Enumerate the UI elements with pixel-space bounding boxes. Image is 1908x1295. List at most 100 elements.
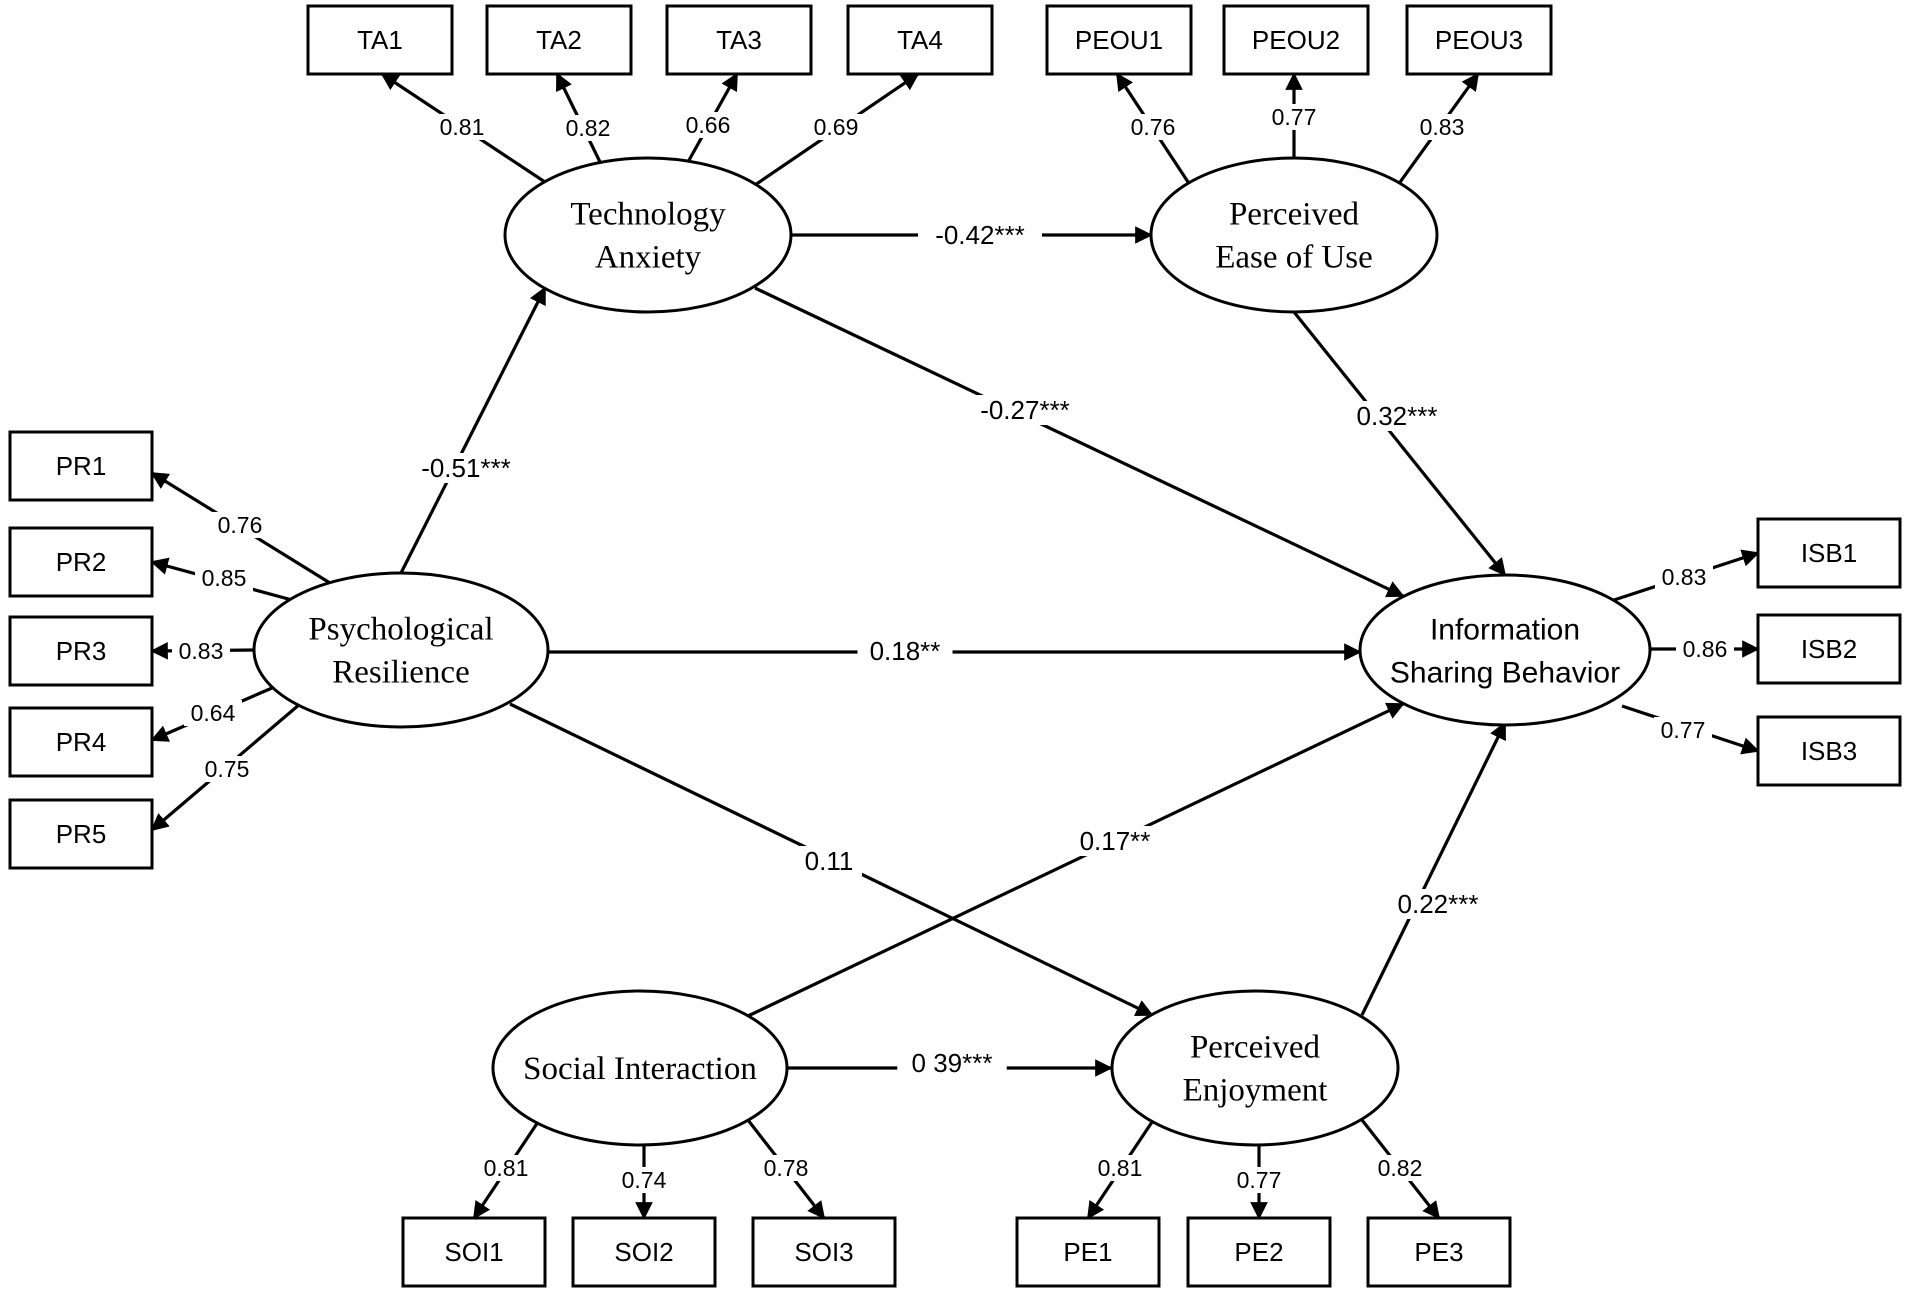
indicator-peou3-label: PEOU3 — [1435, 25, 1523, 55]
loading-ta4-bg — [807, 114, 865, 140]
loading-pe2: 0.77 — [1237, 1167, 1282, 1193]
indicator-pr2-label: PR2 — [56, 547, 107, 577]
loading-soi1-bg — [477, 1155, 535, 1181]
path-arrow-si-to-isb — [747, 702, 1405, 1018]
loading-isb2-bg — [1676, 636, 1734, 662]
indicator-ta1 — [306, 4, 454, 76]
path-coef-peou-to-isb: 0.32*** — [1357, 401, 1438, 431]
path-arrow-ta-to-isb — [754, 286, 1405, 598]
indicator-ta4 — [846, 4, 994, 76]
loading-pr2-bg — [195, 565, 253, 591]
indicator-pr1-label: PR1 — [56, 451, 107, 481]
latent-pe — [1110, 989, 1400, 1147]
path-coef-ta-to-isb-bg — [963, 395, 1087, 425]
path-arrow-pr-to-ta — [399, 286, 547, 574]
loading-pe3-bg — [1371, 1155, 1429, 1181]
indicator-soi3 — [751, 1216, 897, 1288]
indicator-ta2 — [485, 4, 633, 76]
loading-pr1-bg — [211, 512, 269, 538]
loading-pr4: 0.64 — [191, 700, 236, 726]
latent-si — [491, 989, 789, 1147]
loading-ta2-bg — [559, 115, 617, 141]
indicator-soi2 — [571, 1216, 717, 1288]
latent-pe-label-line-2: Enjoyment — [1183, 1073, 1328, 1109]
loading-pr1: 0.76 — [218, 512, 263, 538]
indicator-pr1 — [8, 430, 154, 502]
loading-peou1-bg — [1124, 114, 1182, 140]
loading-pe2-bg — [1230, 1167, 1288, 1193]
labels-layer: -0.42***-0.27***0.32***-0.51***0.18**0.1… — [172, 104, 1734, 1193]
indicator-ta3-label: TA3 — [716, 25, 762, 55]
path-coef-si-to-isb: 0.17** — [1080, 826, 1151, 856]
latent-ta-label-line-1: Technology — [570, 197, 726, 233]
loading-soi2-bg — [615, 1167, 673, 1193]
loading-ta4: 0.69 — [814, 114, 859, 140]
loading-ta1: 0.81 — [440, 114, 485, 140]
latent-peou-label-line-2: Ease of Use — [1215, 240, 1373, 276]
loading-pe1: 0.81 — [1098, 1155, 1143, 1181]
loading-isb1: 0.83 — [1662, 564, 1707, 590]
path-coef-si-to-pe-bg — [897, 1048, 1007, 1078]
loading-isb3-bg — [1654, 717, 1712, 743]
indicator-peou2-label: PEOU2 — [1252, 25, 1340, 55]
path-arrow-pe-to-isb — [1360, 721, 1507, 1016]
latent-isb — [1358, 573, 1652, 727]
loading-pe3: 0.82 — [1378, 1155, 1423, 1181]
loading-peou3: 0.83 — [1420, 114, 1465, 140]
loading-pr2: 0.85 — [202, 565, 247, 591]
loading-peou1: 0.76 — [1131, 114, 1176, 140]
indicator-pr5-label: PR5 — [56, 819, 107, 849]
path-coef-pr-to-pe: 0.11 — [805, 846, 854, 876]
path-coef-pr-to-isb: 0.18** — [870, 636, 941, 666]
indicator-pr3 — [8, 615, 154, 687]
path-coef-pe-to-isb: 0.22*** — [1398, 889, 1479, 919]
path-coef-pr-to-pe-bg — [796, 846, 862, 876]
indicator-isb3-label: ISB3 — [1801, 736, 1857, 766]
latent-pe-label-line-1: Perceived — [1190, 1030, 1321, 1066]
loading-pr4-bg — [184, 700, 242, 726]
indicator-soi2-label: SOI2 — [614, 1237, 673, 1267]
loading-pr3: 0.83 — [179, 638, 224, 664]
path-coef-ta-to-peou: -0.42*** — [935, 220, 1025, 250]
latent-si-label-line-1: Social Interaction — [523, 1051, 757, 1087]
indicator-pe3 — [1366, 1216, 1512, 1288]
indicator-ta2-label: TA2 — [536, 25, 582, 55]
loading-ta3: 0.66 — [686, 112, 731, 138]
loading-ta2: 0.82 — [566, 115, 611, 141]
loading-soi3-bg — [757, 1155, 815, 1181]
loading-isb2: 0.86 — [1683, 636, 1728, 662]
indicator-pr4-label: PR4 — [56, 727, 107, 757]
path-coef-ta-to-peou-bg — [918, 220, 1042, 250]
indicator-peou1-label: PEOU1 — [1075, 25, 1163, 55]
path-coef-si-to-pe: 0 39*** — [912, 1048, 993, 1078]
latent-peou — [1149, 156, 1439, 314]
indicator-isb3 — [1756, 715, 1902, 787]
indicator-soi1 — [401, 1216, 547, 1288]
latent-peou-label-line-1: Perceived — [1229, 197, 1360, 233]
latent-isb-label-line-1: Information — [1430, 614, 1580, 647]
loading-soi2: 0.74 — [622, 1167, 667, 1193]
indicator-ta1-label: TA1 — [357, 25, 403, 55]
loading-isb3: 0.77 — [1661, 717, 1706, 743]
latent-isb-label-line-2: Sharing Behavior — [1390, 657, 1620, 690]
indicator-pe3-label: PE3 — [1414, 1237, 1463, 1267]
loading-pr5: 0.75 — [205, 756, 250, 782]
latent-pr — [252, 571, 550, 729]
indicator-isb2 — [1756, 613, 1902, 685]
latent-ta — [503, 156, 793, 314]
path-coef-pe-to-isb-bg — [1383, 889, 1493, 919]
loading-ta1-bg — [433, 114, 491, 140]
indicator-pr2 — [8, 526, 154, 598]
latent-ta-label-line-2: Anxiety — [595, 240, 702, 276]
loading-peou2-bg — [1265, 104, 1323, 130]
indicator-soi1-label: SOI1 — [444, 1237, 503, 1267]
path-coef-ta-to-isb: -0.27*** — [980, 395, 1070, 425]
path-coef-peou-to-isb-bg — [1342, 401, 1452, 431]
indicator-pe2-label: PE2 — [1234, 1237, 1283, 1267]
path-coef-si-to-isb-bg — [1067, 826, 1163, 856]
indicator-pr4 — [8, 706, 154, 778]
loading-peou2: 0.77 — [1272, 104, 1317, 130]
indicator-peou1 — [1045, 4, 1193, 76]
loading-pr3-bg — [172, 638, 230, 664]
